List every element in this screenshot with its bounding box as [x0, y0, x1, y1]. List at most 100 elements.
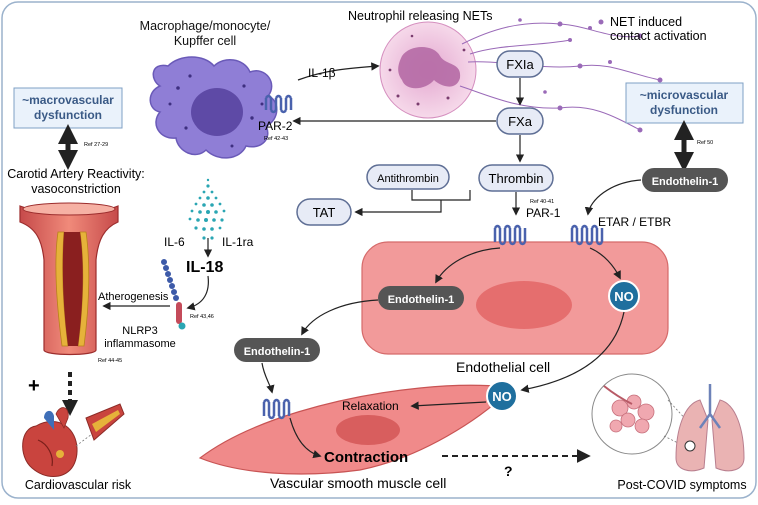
par2-label: PAR-2: [258, 119, 293, 133]
vsmc-receptor: [262, 398, 291, 420]
arrow-endothelin-etar: [584, 179, 642, 216]
il6-label: IL-6: [164, 235, 185, 249]
macrophage-label-line2: Kupffer cell: [174, 34, 236, 48]
arrow-il1b: [297, 62, 380, 81]
net-bullet: [598, 19, 604, 25]
question-mark: ?: [504, 463, 513, 479]
cytokine-dots: [188, 178, 226, 240]
neutrophil-label: Neutrophil releasing NETs: [348, 9, 493, 23]
cv-risk-label: Cardiovascular risk: [25, 478, 132, 492]
endothelin-cell-label: Endothelin-1: [388, 294, 455, 306]
vessel-opening: [22, 202, 116, 216]
plus-sign: +: [28, 375, 40, 397]
thrombin-node: [478, 164, 554, 192]
arrow-endothelin-vsmc: [301, 299, 379, 336]
contraction-label: Contraction: [324, 449, 408, 466]
il1b-label: IL-1β: [308, 66, 336, 80]
no-vsmc-label: NO: [492, 389, 512, 404]
carotid-line2: vasoconstriction: [31, 182, 121, 196]
antithrombin-node: [366, 164, 450, 190]
fxia-label: FXIa: [506, 57, 534, 72]
neutrophil-granules: [388, 34, 466, 106]
ref-50: Ref 50: [697, 140, 713, 146]
carotid-line1: Carotid Artery Reactivity:: [7, 167, 145, 181]
macrophage-label: Macrophage/monocyte/Kupffer cell: [140, 19, 271, 48]
zoom-connector-1: [667, 399, 691, 425]
macro-line2: dysfunction: [34, 108, 102, 122]
endothelin-vsmc-node: [234, 338, 320, 362]
il18-label: IL-18: [186, 259, 223, 276]
fxia-node: [496, 50, 544, 78]
endothelin-cell-node: [378, 286, 464, 310]
fxa-label: FXa: [508, 114, 533, 129]
tat-label: TAT: [313, 205, 336, 220]
micro-dysfunction-box: [625, 82, 744, 124]
fxa-node: [496, 107, 544, 135]
nlrp3-chain: [161, 259, 179, 301]
atherogenesis-label: Atherogenesis: [98, 291, 169, 303]
vessel-lumen: [62, 232, 83, 346]
il1ra-label: IL-1ra: [222, 235, 254, 249]
par1-receptor: [493, 224, 527, 246]
vsmc-nucleus: [336, 415, 400, 445]
nlrp3-line2: inflammasome: [104, 338, 176, 350]
endothelin-top-label: Endothelin-1: [652, 176, 719, 188]
endothelin-vsmc-label: Endothelin-1: [244, 346, 311, 358]
arrow-il18-nlrp3: [186, 275, 209, 311]
nlrp3-body: [176, 302, 182, 324]
bronchiole: [603, 385, 633, 405]
endothelin-top-node: [642, 168, 728, 192]
macro-line1: ~macrovascular: [22, 93, 114, 107]
thrombin-label: Thrombin: [489, 171, 544, 186]
arrow-endothelin-receptor: [261, 362, 275, 394]
artery-section-plaque: [92, 410, 120, 432]
macrophage-label-line1: Macrophage/monocyte/: [140, 19, 271, 33]
tat-node: [296, 198, 352, 226]
lungs-illustration: [675, 384, 745, 472]
arrow-to-tat: [354, 200, 442, 217]
arrow-receptor-contraction: [289, 417, 322, 459]
etar-etbr-label: ETAR / ETBR: [598, 215, 671, 229]
neutrophil-nucleus: [398, 47, 461, 89]
post-covid-label: Post-COVID symptoms: [617, 478, 746, 492]
macrophage-granules: [168, 74, 264, 148]
no-cell-node: [608, 280, 640, 312]
nlrp3-line1: NLRP3: [122, 325, 157, 337]
etar-receptor: [570, 224, 604, 246]
relaxation-label: Relaxation: [342, 399, 399, 413]
endothelial-label: Endothelial cell: [456, 359, 550, 375]
arrow-etar-no: [589, 247, 621, 280]
heart-illustration: [22, 407, 78, 477]
vsmc-label: Vascular smooth muscle cell: [270, 475, 446, 491]
svg-text:Macrophage/monocyte/Kupffer ce: Macrophage/monocyte/Kupffer cell: [140, 19, 271, 48]
no-cell-label: NO: [614, 289, 634, 304]
macrophage-nucleus: [191, 88, 243, 136]
net-beads: [518, 18, 663, 133]
alveoli-illustration: [609, 394, 655, 434]
arrow-no-relaxation: [410, 401, 487, 410]
nlrp3-tip: [178, 322, 186, 330]
ref-43-46: Ref 43,46: [190, 314, 214, 320]
macro-dysfunction-box: [13, 87, 123, 129]
ref-44-45: Ref 44-45: [98, 358, 122, 364]
arrow-no-to-no: [520, 311, 625, 393]
par2-receptor: [264, 94, 293, 114]
no-vsmc-node: [486, 380, 518, 412]
net-contact-line2: contact activation: [610, 29, 707, 43]
micro-line2: dysfunction: [650, 103, 718, 117]
heart-connector: [75, 433, 93, 447]
net-contact-line1: NET induced: [610, 15, 682, 29]
zoom-connector-2: [663, 435, 689, 449]
ref-27-29: Ref 27-29: [84, 142, 108, 148]
micro-line1: ~microvascular: [640, 88, 729, 102]
par1-label: PAR-1: [526, 206, 561, 220]
ref-42-43: Ref 42-43: [264, 136, 288, 142]
antithrombin-label: Antithrombin: [377, 173, 439, 185]
endothelial-nucleus: [476, 281, 572, 329]
